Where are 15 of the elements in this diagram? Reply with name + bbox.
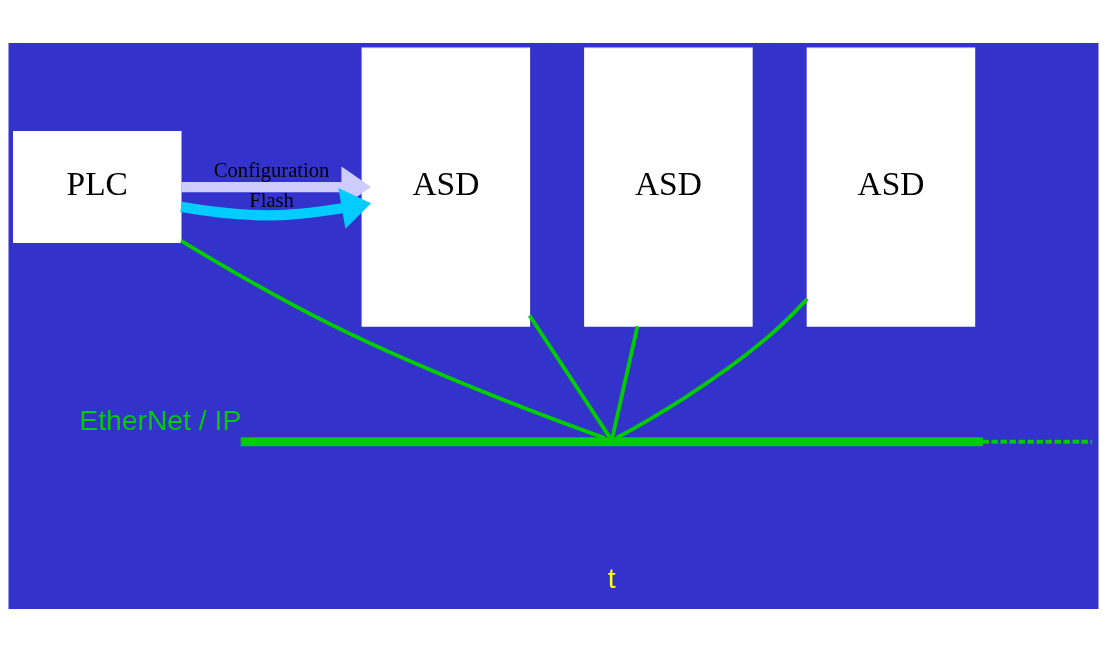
node-box: ASD [806, 47, 976, 327]
node-box: ASD [361, 47, 531, 327]
node-label: EtherNet / IP [79, 403, 242, 436]
edge-label: Flash [249, 189, 294, 212]
edge-label: Configuration [213, 158, 330, 181]
node-box: ASD [584, 47, 753, 327]
connector [982, 439, 1093, 444]
node-box: PLC [13, 131, 182, 244]
node-bar [240, 437, 983, 447]
connector [610, 325, 640, 439]
arrow [180, 187, 372, 229]
connector [180, 239, 605, 440]
label: t [607, 561, 616, 594]
connector [527, 314, 612, 439]
connector [615, 297, 809, 440]
